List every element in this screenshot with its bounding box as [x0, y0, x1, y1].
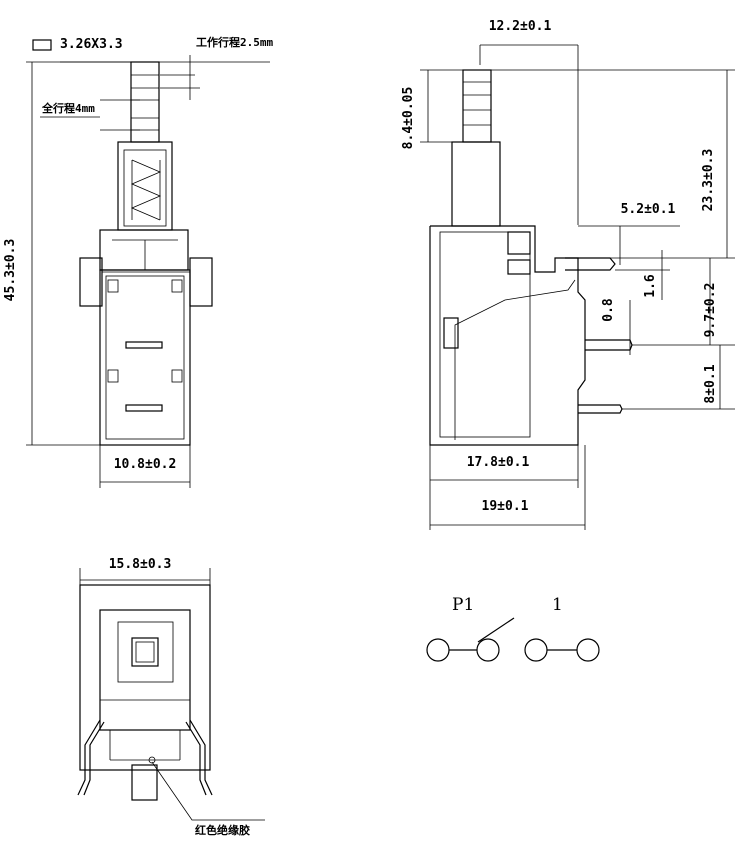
top-width-label: 12.2±0.1 — [489, 19, 552, 34]
front-view: 3.26X3.3 工作行程2.5mm 全行程4mm — [3, 35, 273, 488]
stem-size-label: 3.26X3.3 — [60, 37, 123, 52]
body-depth-label: 17.8±0.1 — [467, 455, 530, 470]
total-depth-label: 19±0.1 — [482, 499, 529, 514]
width-front-label: 10.8±0.2 — [114, 457, 177, 472]
upper-height-label: 23.3±0.3 — [701, 149, 716, 212]
stem-size-symbol — [32, 39, 52, 51]
schematic-label-p1: P1 — [452, 595, 474, 615]
side-view: 12.2±0.1 8.4±0.05 23.3±0.3 5.2±0.1 — [401, 19, 735, 530]
height-total-label: 45.3±0.3 — [3, 239, 18, 302]
pin-pitch-b-label: 8±0.1 — [703, 364, 718, 403]
pin-thk-b-label: 0.8 — [601, 298, 616, 322]
insulator-note: 红色绝缘胶 — [195, 823, 250, 837]
switch-schematic: P1 1 — [426, 595, 600, 662]
pin-pitch-a-label: 9.7±0.2 — [703, 283, 718, 338]
bottom-view: 15.8±0.3 红色绝缘胶 — [77, 557, 265, 837]
pin-offset-label: 5.2±0.1 — [621, 202, 676, 217]
pin-thk-a-label: 1.6 — [643, 274, 658, 298]
stem-height-label: 8.4±0.05 — [401, 87, 416, 150]
full-travel-label: 全行程4mm — [41, 101, 95, 115]
bottom-width-label: 15.8±0.3 — [109, 557, 172, 572]
work-travel-label: 工作行程2.5mm — [196, 35, 273, 49]
schematic-label-1: 1 — [552, 595, 563, 615]
